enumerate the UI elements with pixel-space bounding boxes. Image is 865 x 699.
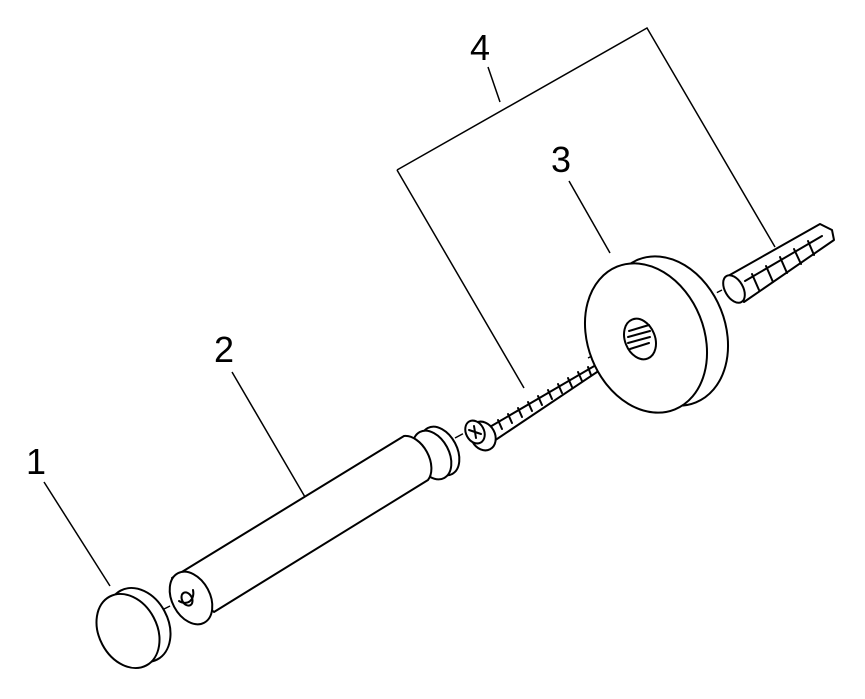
leader-line-4-stem: [487, 66, 501, 103]
leader-line-2: [231, 371, 306, 498]
part-4-wall-anchor: [722, 223, 835, 304]
callout-number-2: 2: [214, 329, 234, 370]
part-3-wall-flange: [583, 255, 730, 414]
assembly-axis-cap: [161, 601, 179, 611]
leader-line-4-screw: [396, 169, 525, 389]
callout-number-3: 3: [551, 139, 571, 180]
callout-number-1: 1: [26, 441, 46, 482]
part-4-screw: [464, 364, 601, 452]
leader-line-3: [568, 180, 611, 254]
leader-line-1: [43, 481, 111, 587]
leader-bracket-4: [396, 26, 776, 248]
assembly-axis-screw: [454, 429, 471, 439]
callout-number-4: 4: [470, 27, 490, 68]
part-2-tube: [168, 425, 461, 626]
part-1-cover-cap: [95, 586, 172, 670]
